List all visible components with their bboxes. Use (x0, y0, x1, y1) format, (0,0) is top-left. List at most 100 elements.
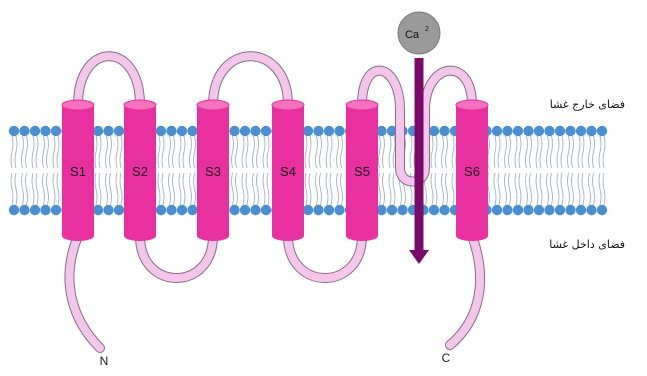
lipid-tail (169, 136, 175, 205)
lipid-head (492, 205, 502, 215)
lipid-tail (316, 136, 322, 205)
lipid-head (93, 126, 103, 136)
lipid-head (502, 205, 512, 215)
lipid-head (30, 126, 40, 136)
ion-charge: 2 (425, 26, 429, 33)
lipid-head (166, 205, 176, 215)
helix-s4: S4 (272, 100, 304, 241)
lipid-tail (379, 136, 385, 205)
helix-label: S3 (205, 164, 221, 179)
calcium-ion: Ca 2 (398, 12, 440, 54)
lipid-head (177, 205, 187, 215)
lipid-head (156, 126, 166, 136)
c-terminus-label: C (442, 351, 451, 365)
lipid-head (51, 126, 61, 136)
lipid-tail (32, 136, 38, 205)
lipid-head (544, 126, 554, 136)
lipid-tail (106, 136, 112, 205)
lipid-bilayer (9, 126, 607, 215)
lipid-head (19, 126, 29, 136)
lipid-tail (568, 136, 574, 205)
lipid-head (576, 205, 586, 215)
helix-cap (272, 100, 304, 110)
lipid-tail (589, 136, 595, 205)
lipid-head (597, 205, 607, 215)
lipid-head (19, 205, 29, 215)
lipid-tail (557, 136, 563, 205)
lipid-tail (232, 136, 238, 205)
lipid-head (324, 205, 334, 215)
helix-base (272, 231, 304, 241)
lipid-head (40, 126, 50, 136)
helix-label: S2 (132, 164, 148, 179)
lipid-head (576, 126, 586, 136)
lipid-head (534, 126, 544, 136)
lipid-head (555, 205, 565, 215)
helix-s1: S1 (62, 100, 94, 241)
helix-base (346, 231, 378, 241)
lipid-head (513, 126, 523, 136)
lipid-tail (494, 136, 500, 205)
lipid-head (166, 126, 176, 136)
lipid-head (313, 205, 323, 215)
lipid-head (114, 126, 124, 136)
lipid-head (523, 126, 533, 136)
lipid-head (156, 205, 166, 215)
lipid-head (429, 126, 439, 136)
lipid-tail (547, 136, 553, 205)
lipid-tail (263, 136, 269, 205)
lipid-head (429, 205, 439, 215)
lipid-tail (326, 136, 332, 205)
lipid-tail (179, 136, 185, 205)
helix-label: S6 (464, 164, 480, 179)
lipid-head (544, 205, 554, 215)
lipid-tail (337, 136, 343, 205)
lipid-tail (190, 136, 196, 205)
lipid-head (586, 126, 596, 136)
lipid-head (261, 205, 271, 215)
lipid-head (502, 126, 512, 136)
lipid-head (51, 205, 61, 215)
lipid-tail (158, 136, 164, 205)
lipid-head (597, 126, 607, 136)
lipid-head (439, 205, 449, 215)
lipid-head (177, 126, 187, 136)
helix-label: S1 (70, 164, 86, 179)
lipid-tail (305, 136, 311, 205)
n-terminus-label: N (100, 354, 109, 368)
lipid-head (534, 205, 544, 215)
lipid-head (586, 205, 596, 215)
lipid-head (303, 126, 313, 136)
lipid-head (229, 205, 239, 215)
lipid-tail (43, 136, 49, 205)
lipid-tail (515, 136, 521, 205)
helix-s5: S5 (346, 100, 378, 241)
lipid-head (103, 205, 113, 215)
lipid-head (492, 126, 502, 136)
lipid-head (565, 205, 575, 215)
lipid-head (387, 205, 397, 215)
lipid-tail (536, 136, 542, 205)
helix-base (62, 231, 94, 241)
extracellular-label: فضای خارج غشا (550, 98, 625, 111)
ion-label: Ca (405, 29, 420, 41)
helix-s2: S2 (124, 100, 156, 241)
lipid-tail (442, 136, 448, 205)
lipid-head (240, 205, 250, 215)
lipid-head (93, 205, 103, 215)
helix-label: S4 (280, 164, 296, 179)
lipid-head (513, 205, 523, 215)
lipid-head (40, 205, 50, 215)
lipid-head (313, 126, 323, 136)
lipid-tail (242, 136, 248, 205)
helix-s6: S6 (456, 100, 488, 241)
lipid-tail (116, 136, 122, 205)
lipid-head (114, 205, 124, 215)
helix-cap (124, 100, 156, 110)
helix-cap (197, 100, 229, 110)
helix-label: S5 (354, 164, 370, 179)
lipid-tail (11, 136, 17, 205)
helix-cap (346, 100, 378, 110)
lipid-head (240, 126, 250, 136)
lipid-head (334, 205, 344, 215)
